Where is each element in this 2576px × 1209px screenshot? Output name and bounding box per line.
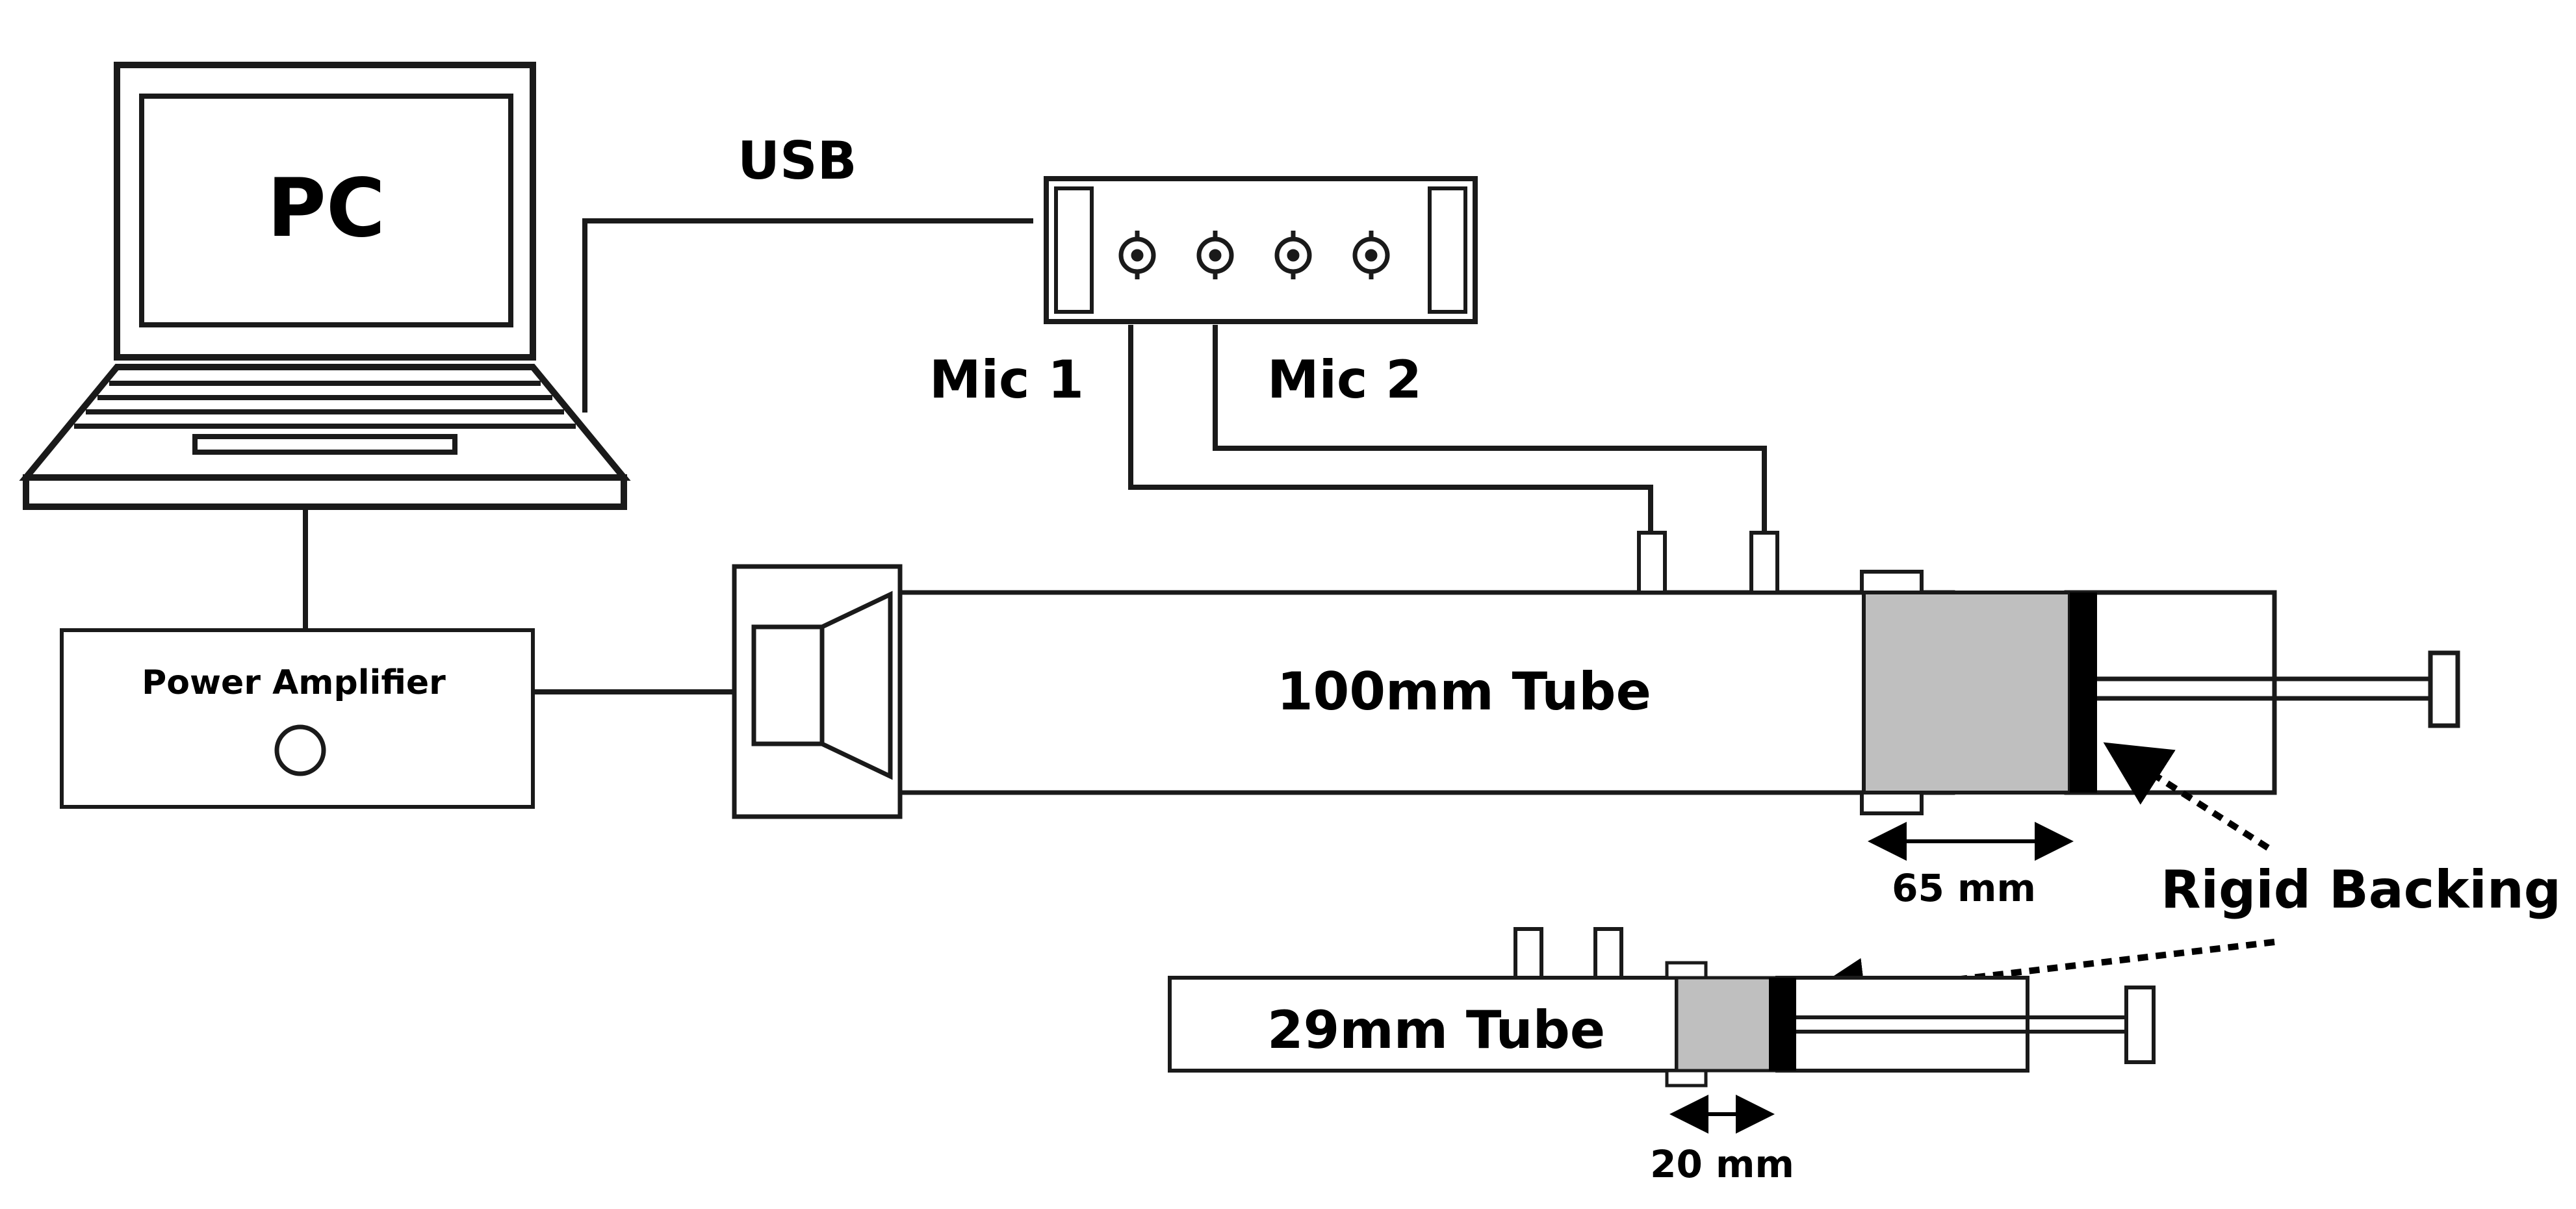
bnc-connector-icon [1118,231,1156,279]
plunger-handle-29mm [2124,986,2156,1064]
microphone-2-port-small [1593,927,1623,980]
tube-100mm-flange-bottom [1860,791,1924,815]
sample-100mm [1862,591,2072,795]
pc-label: PC [267,162,385,255]
tube-100mm [897,531,2277,815]
plunger-29mm [1796,986,2156,1064]
tube-100mm-flange-top [1860,570,1924,594]
tube-29mm [1168,927,2029,1088]
mic-2-label: Mic 2 [1267,350,1422,410]
daq-body [1044,176,1478,324]
tube-29mm-body [1168,976,1679,1073]
laptop-icon [19,62,631,510]
tube-29mm-flange-top [1665,961,1708,980]
mic-1-label: Mic 1 [929,350,1084,410]
bnc-connector-icon [1274,231,1312,279]
tube-29mm-flange-bottom [1665,1069,1708,1088]
daq-left-bracket [1054,186,1094,314]
pointer-to-29mm-backing [1800,939,2275,1023]
power-amplifier-label: Power Amplifier [142,663,446,702]
dimension-label-65mm: 65 mm [1892,866,2036,910]
pointer-to-100mm-backing [2103,742,2270,851]
rigid-backing-label: Rigid Backing [2161,859,2561,920]
tube-100mm-label: 100mm Tube [1277,661,1651,722]
data-acquisition-box [1044,176,1478,324]
usb-cable [582,218,1033,413]
cables [303,218,1767,694]
bnc-connector-icon [1196,231,1234,279]
microphone-1-port [1637,531,1667,594]
power-amplifier [60,628,535,809]
mic-2-cable [1213,325,1767,533]
microphone-2-port [1749,531,1779,594]
rigid-backing-pointers [1800,742,2275,1023]
plunger-handle-100mm [2428,650,2460,728]
daq-right-bracket [1428,186,1467,314]
daq-connectors [1118,231,1390,279]
laptop-trackpad [192,434,457,455]
speaker-cone [819,591,893,780]
sample-29mm [1675,976,1779,1073]
usb-label: USB [738,131,857,191]
amplifier-body [60,628,535,809]
sample-holder-100mm [2064,590,2277,795]
tube-29mm-label: 29mm Tube [1267,1000,1605,1060]
amplifier-knob-icon [274,724,326,776]
rigid-backing-29mm [1769,978,1796,1071]
microphone-1-port-small [1513,927,1543,980]
speaker-magnet [751,624,825,746]
mic-1-cable [1128,325,1653,533]
bnc-connector-icon [1352,231,1390,279]
loudspeaker-icon [732,564,903,819]
sample-holder-29mm [1775,976,2029,1073]
laptop-base [23,474,627,510]
laptop-screen [139,94,513,327]
rigid-backing-100mm [2070,592,2097,793]
plunger-100mm [2097,650,2460,728]
dimension-label-20mm: 20 mm [1650,1142,1794,1186]
